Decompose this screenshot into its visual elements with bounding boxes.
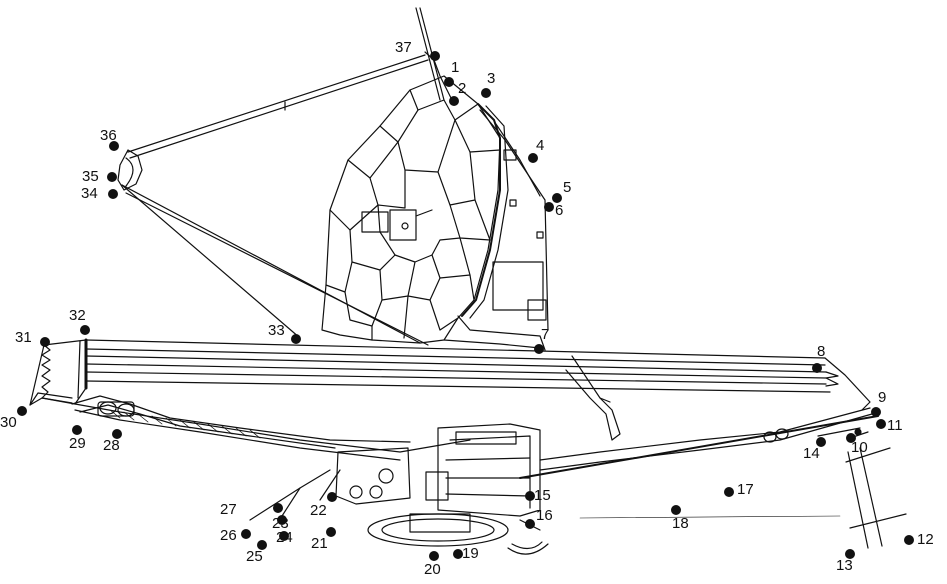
callout-number: 31 [15, 329, 32, 346]
callout-number: 24 [276, 529, 293, 546]
callout-dot [812, 363, 822, 373]
callout-dot [671, 505, 681, 515]
callout-number: 7 [541, 326, 550, 343]
callout-number: 10 [851, 439, 868, 456]
callout-number: 6 [555, 202, 564, 219]
callout-dot [871, 407, 881, 417]
callout-number: 35 [82, 168, 99, 185]
callout-number: 18 [672, 515, 689, 532]
callout-dot [904, 535, 914, 545]
callout-number: 32 [69, 307, 86, 324]
callout-dot [534, 344, 544, 354]
callout-number: 23 [272, 515, 289, 532]
callout-dot [481, 88, 491, 98]
sunshield [29, 338, 879, 479]
callout-number: 37 [395, 39, 412, 56]
callout-dot [525, 491, 535, 501]
callout-number: 33 [268, 322, 285, 339]
callout-dot [327, 492, 337, 502]
callout-dot [108, 189, 118, 199]
callout-dot [449, 96, 459, 106]
callout-dot [876, 419, 886, 429]
callout-number: 29 [69, 435, 86, 452]
callout-number: 36 [100, 127, 117, 144]
callout-number: 9 [878, 389, 887, 406]
callout-dot [845, 549, 855, 559]
callout-dot [72, 425, 82, 435]
callout-dot [453, 549, 463, 559]
callout-number: 15 [534, 487, 551, 504]
callout-dot [277, 515, 287, 525]
callout-number: 22 [310, 502, 327, 519]
callout-number: 27 [220, 501, 237, 518]
callout-dot [40, 337, 50, 347]
callout-dot [112, 429, 122, 439]
callout-dot [444, 77, 454, 87]
callout-number: 34 [81, 185, 98, 202]
callout-number: 11 [887, 417, 903, 434]
callout-number: 14 [803, 445, 820, 462]
callout-number: 12 [917, 531, 934, 548]
callout-number: 20 [424, 561, 441, 578]
callout-dot [430, 51, 440, 61]
callout-number: 21 [311, 535, 328, 552]
callout-number: 13 [836, 557, 853, 574]
callout-number: 25 [246, 548, 263, 565]
callout-dot [109, 141, 119, 151]
callout-dot [80, 325, 90, 335]
callout-dot [326, 527, 336, 537]
callout-number: 3 [487, 70, 496, 87]
callout-number: 2 [458, 80, 467, 97]
support-struts [117, 7, 457, 346]
callout-number: 19 [462, 545, 479, 562]
callout-dot [816, 437, 826, 447]
trim-flap [817, 427, 907, 549]
spacecraft-bus [249, 109, 841, 555]
primary-mirror [321, 75, 509, 344]
callout-dot [107, 172, 117, 182]
callout-number: 30 [0, 414, 17, 431]
callout-number: 8 [817, 343, 826, 360]
callout-dot [241, 529, 251, 539]
callout-dot [525, 519, 535, 529]
callout-dot [552, 193, 562, 203]
callout-number: 5 [563, 179, 572, 196]
callout-number: 1 [451, 59, 460, 76]
callout-dot [291, 334, 301, 344]
callout-dot [273, 503, 283, 513]
callout-number: 16 [536, 507, 553, 524]
callout-dot [17, 406, 27, 416]
callout-number: 4 [536, 137, 545, 154]
callout-dot [544, 202, 554, 212]
callout-number: 28 [103, 437, 120, 454]
callout-dot [528, 153, 538, 163]
callout-dot [429, 551, 439, 561]
callout-dot [279, 531, 289, 541]
callout-dot [846, 433, 856, 443]
callout-dot [724, 487, 734, 497]
callout-number: 26 [220, 527, 237, 544]
callout-dot [257, 540, 267, 550]
callout-number: 17 [737, 481, 754, 498]
